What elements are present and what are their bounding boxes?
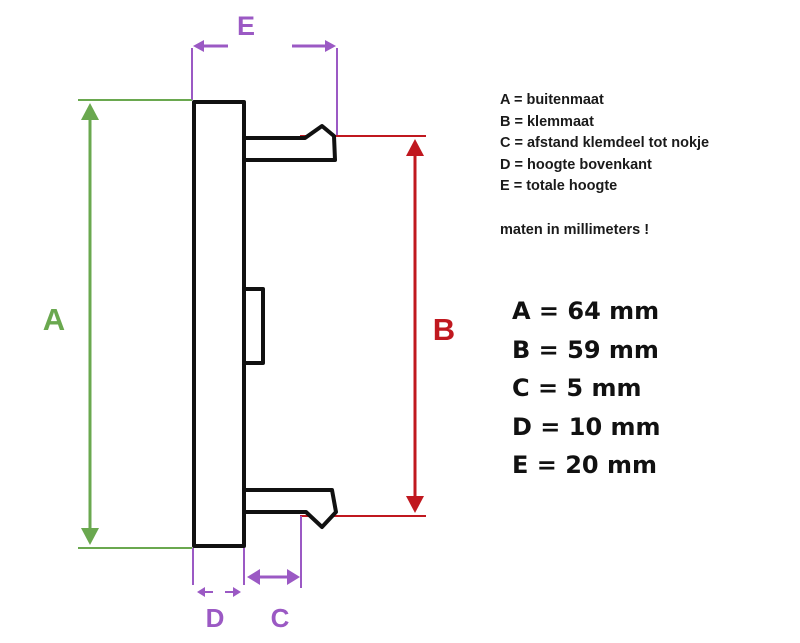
cap-lower-clip xyxy=(242,488,338,529)
dimension-b xyxy=(300,135,426,517)
dimension-a-label: A xyxy=(43,302,65,337)
dimension-e-arrowhead-left xyxy=(193,40,204,52)
dimension-c-arrowhead-right xyxy=(287,569,300,585)
legend: A = buitenmaat B = klemmaat C = afstand … xyxy=(500,90,709,241)
value-e: E = 20 mm xyxy=(512,451,657,479)
legend-item-b: B = klemmaat xyxy=(500,113,594,130)
dimension-e-arrowhead-right xyxy=(325,40,336,52)
dimension-d-arrowhead-right xyxy=(233,587,241,597)
dimension-e-label: E xyxy=(237,11,255,41)
dimension-d xyxy=(192,548,245,597)
cap-profile xyxy=(192,100,338,548)
value-d: D = 10 mm xyxy=(512,412,661,441)
dimension-e xyxy=(191,40,338,136)
dimension-c-label: C xyxy=(271,603,290,633)
value-b: B = 59 mm xyxy=(512,335,659,364)
dimension-a-arrowhead-bottom xyxy=(81,528,99,545)
dimension-d-label: D xyxy=(206,603,225,633)
legend-item-d: D = hoogte bovenkant xyxy=(500,156,652,173)
dimension-c-arrowhead-left xyxy=(247,569,260,585)
value-c: C = 5 mm xyxy=(512,374,642,402)
legend-item-c: C = afstand klemdeel tot nokje xyxy=(500,135,710,151)
legend-item-e: E = totale hoogte xyxy=(500,178,618,194)
measurement-values: A = 64 mm B = 59 mm C = 5 mm D = 10 mm E… xyxy=(512,292,661,485)
value-a: A = 64 mm xyxy=(512,297,660,325)
dimension-a-arrowhead-top xyxy=(81,103,99,120)
dimension-a xyxy=(78,99,192,549)
dimension-b-arrowhead-bottom xyxy=(406,496,424,513)
dimension-b-label: B xyxy=(433,312,455,347)
cap-center-nub xyxy=(242,287,265,365)
cap-plate xyxy=(192,100,246,548)
dimension-b-arrowhead-top xyxy=(406,139,424,156)
dimension-d-arrowhead-left xyxy=(197,587,205,597)
units-note: maten in millimeters ! xyxy=(500,221,650,238)
legend-item-a: A = buitenmaat xyxy=(500,92,604,108)
dimension-c xyxy=(247,516,302,588)
cap-upper-clip xyxy=(242,124,337,162)
